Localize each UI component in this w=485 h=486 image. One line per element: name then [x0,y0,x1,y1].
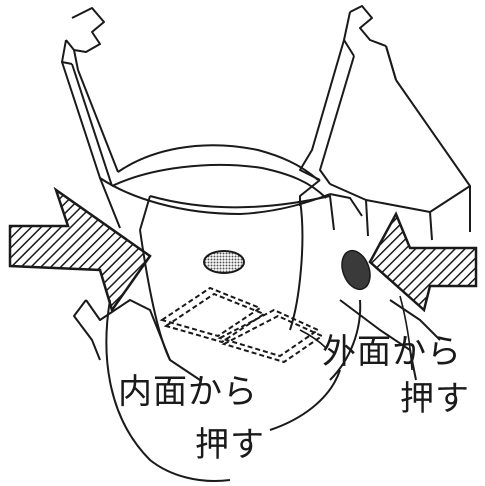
gutter-left-lip [61,7,105,71]
gutter-inner-bottom [117,144,319,181]
inner-press-point [203,250,245,274]
gutter-right-lip [343,5,397,81]
outer-press-point [341,249,371,291]
right-press-arrow [368,211,478,313]
outer-label-line2: 押す [400,379,470,419]
gutter-inner-face [139,195,335,231]
outer-label-line1: 外面から [322,332,462,372]
inner-label-line2: 押す [195,425,265,465]
overlap-dashed-region [159,286,325,364]
gutter-front-left [85,299,201,381]
left-press-arrow [8,186,152,313]
inner-label-line1: 内面から [118,372,258,412]
gutter-right-wall [299,39,471,241]
label-leaders [299,295,413,371]
